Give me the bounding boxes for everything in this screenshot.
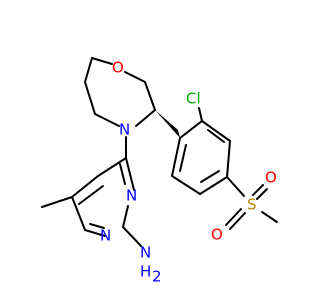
pyrimidine-n-upper-label: N [126, 187, 137, 205]
aryl-bond-4 [199, 176, 228, 195]
sulfonyl-bottom-line-b [229, 212, 246, 230]
aryl-bond-6 [171, 137, 181, 177]
bond-s-methyl [261, 211, 278, 223]
bond-c3-n4 [135, 109, 156, 127]
pyrimidine-double-bond-3 [119, 163, 126, 185]
bond-amine [122, 226, 142, 247]
aryl-bond-5 [171, 175, 201, 195]
amine-n-label: N [140, 244, 151, 262]
bond-c2-c3 [144, 81, 156, 111]
pyrimidine-n-lower-label: N [100, 227, 111, 245]
ring-oxygen-label: O [112, 59, 124, 77]
aryl-bond-1 [179, 120, 203, 139]
sulfonyl-bottom-line-a [225, 208, 242, 226]
bond-aryl-cl [198, 107, 203, 122]
bond-c6-c7 [84, 57, 93, 83]
ring-nitrogen-label: N [119, 121, 130, 139]
pyrimidine-bond-5 [122, 205, 129, 228]
sulfur-label: S [247, 196, 257, 214]
bond-o-c2 [124, 71, 146, 83]
chlorophenyl-ring [171, 120, 231, 195]
sulfonyl-top-double-bond [252, 184, 268, 200]
aryl-double-bond-2 [200, 170, 220, 183]
amine-h-label: H [140, 263, 151, 281]
pyrimidine-bond-3 [71, 196, 86, 231]
bond-aryl-s [226, 176, 245, 197]
pyrimidine-bond-4 [84, 229, 106, 237]
sulfonyl-top-line-b [256, 188, 268, 200]
sulfonyl-oxygen-top-label: O [265, 169, 277, 187]
molecule-structure: O N Cl S O O N N N H 2 [41, 57, 278, 286]
bond-c5-c6 [84, 81, 96, 115]
aryl-double-bond-3 [179, 144, 187, 172]
stereo-wedge-bond [155, 110, 180, 138]
bond-c7-o [91, 57, 113, 65]
pyrimidine-double-bond-1 [78, 185, 104, 205]
bond-methyl [41, 196, 73, 208]
pyrimidine-double-bond-2 [89, 223, 105, 229]
oxazepane-ring [84, 57, 156, 127]
aryl-bond-3 [226, 140, 231, 178]
amine-h-subscript-label: 2 [152, 268, 162, 286]
pyrimidine-bond-6 [125, 157, 135, 191]
sulfonyl-bottom-double-bond [225, 208, 246, 230]
bond-n4-c5 [94, 113, 120, 127]
sulfonyl-oxygen-bottom-label: O [211, 226, 223, 244]
aryl-double-bond-1 [207, 129, 225, 143]
pyrimidine-bond-2 [71, 175, 99, 198]
aryl-bond-2 [201, 120, 231, 142]
sulfonyl-top-line-a [252, 184, 264, 196]
chlorine-label: Cl [186, 90, 201, 108]
pyrimidine-ring [71, 157, 135, 237]
pyrimidine-bond-1 [97, 157, 127, 177]
